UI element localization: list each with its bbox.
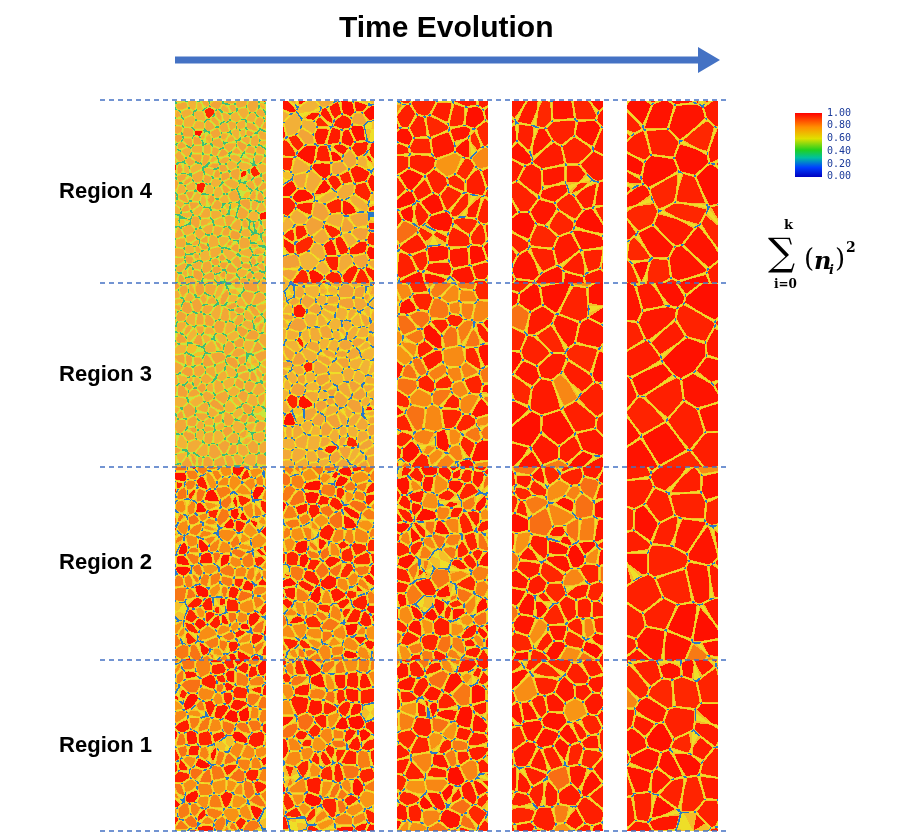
color-bar xyxy=(795,113,822,177)
region-dividers xyxy=(100,100,726,831)
colorbar-tick: 0.40 xyxy=(827,145,851,156)
formula-subscript: i=0 xyxy=(774,278,797,291)
colorbar-tick: 0.20 xyxy=(827,158,851,169)
colorbar-tick: 0.00 xyxy=(827,170,851,181)
formula-paren: ) xyxy=(835,244,845,273)
time-arrow xyxy=(175,57,702,64)
formula-subscript: i xyxy=(829,263,834,277)
region-label: Region 2 xyxy=(10,550,152,574)
region-label: Region 3 xyxy=(10,362,152,386)
formula-superscript: k xyxy=(784,218,793,232)
region-label: Region 1 xyxy=(10,733,152,757)
arrow-head xyxy=(698,47,720,73)
colorbar-tick: 0.60 xyxy=(827,132,851,143)
chart-title: Time Evolution xyxy=(339,10,553,43)
formula-variable: n xyxy=(814,248,831,274)
formula-paren: ( xyxy=(804,244,814,273)
region-label: Region 4 xyxy=(10,179,152,203)
formula-sum: ∑ xyxy=(768,232,795,274)
colorbar-tick: 0.80 xyxy=(827,119,851,130)
formula-superscript: 2 xyxy=(846,240,856,255)
colorbar-tick: 1.00 xyxy=(827,107,851,118)
